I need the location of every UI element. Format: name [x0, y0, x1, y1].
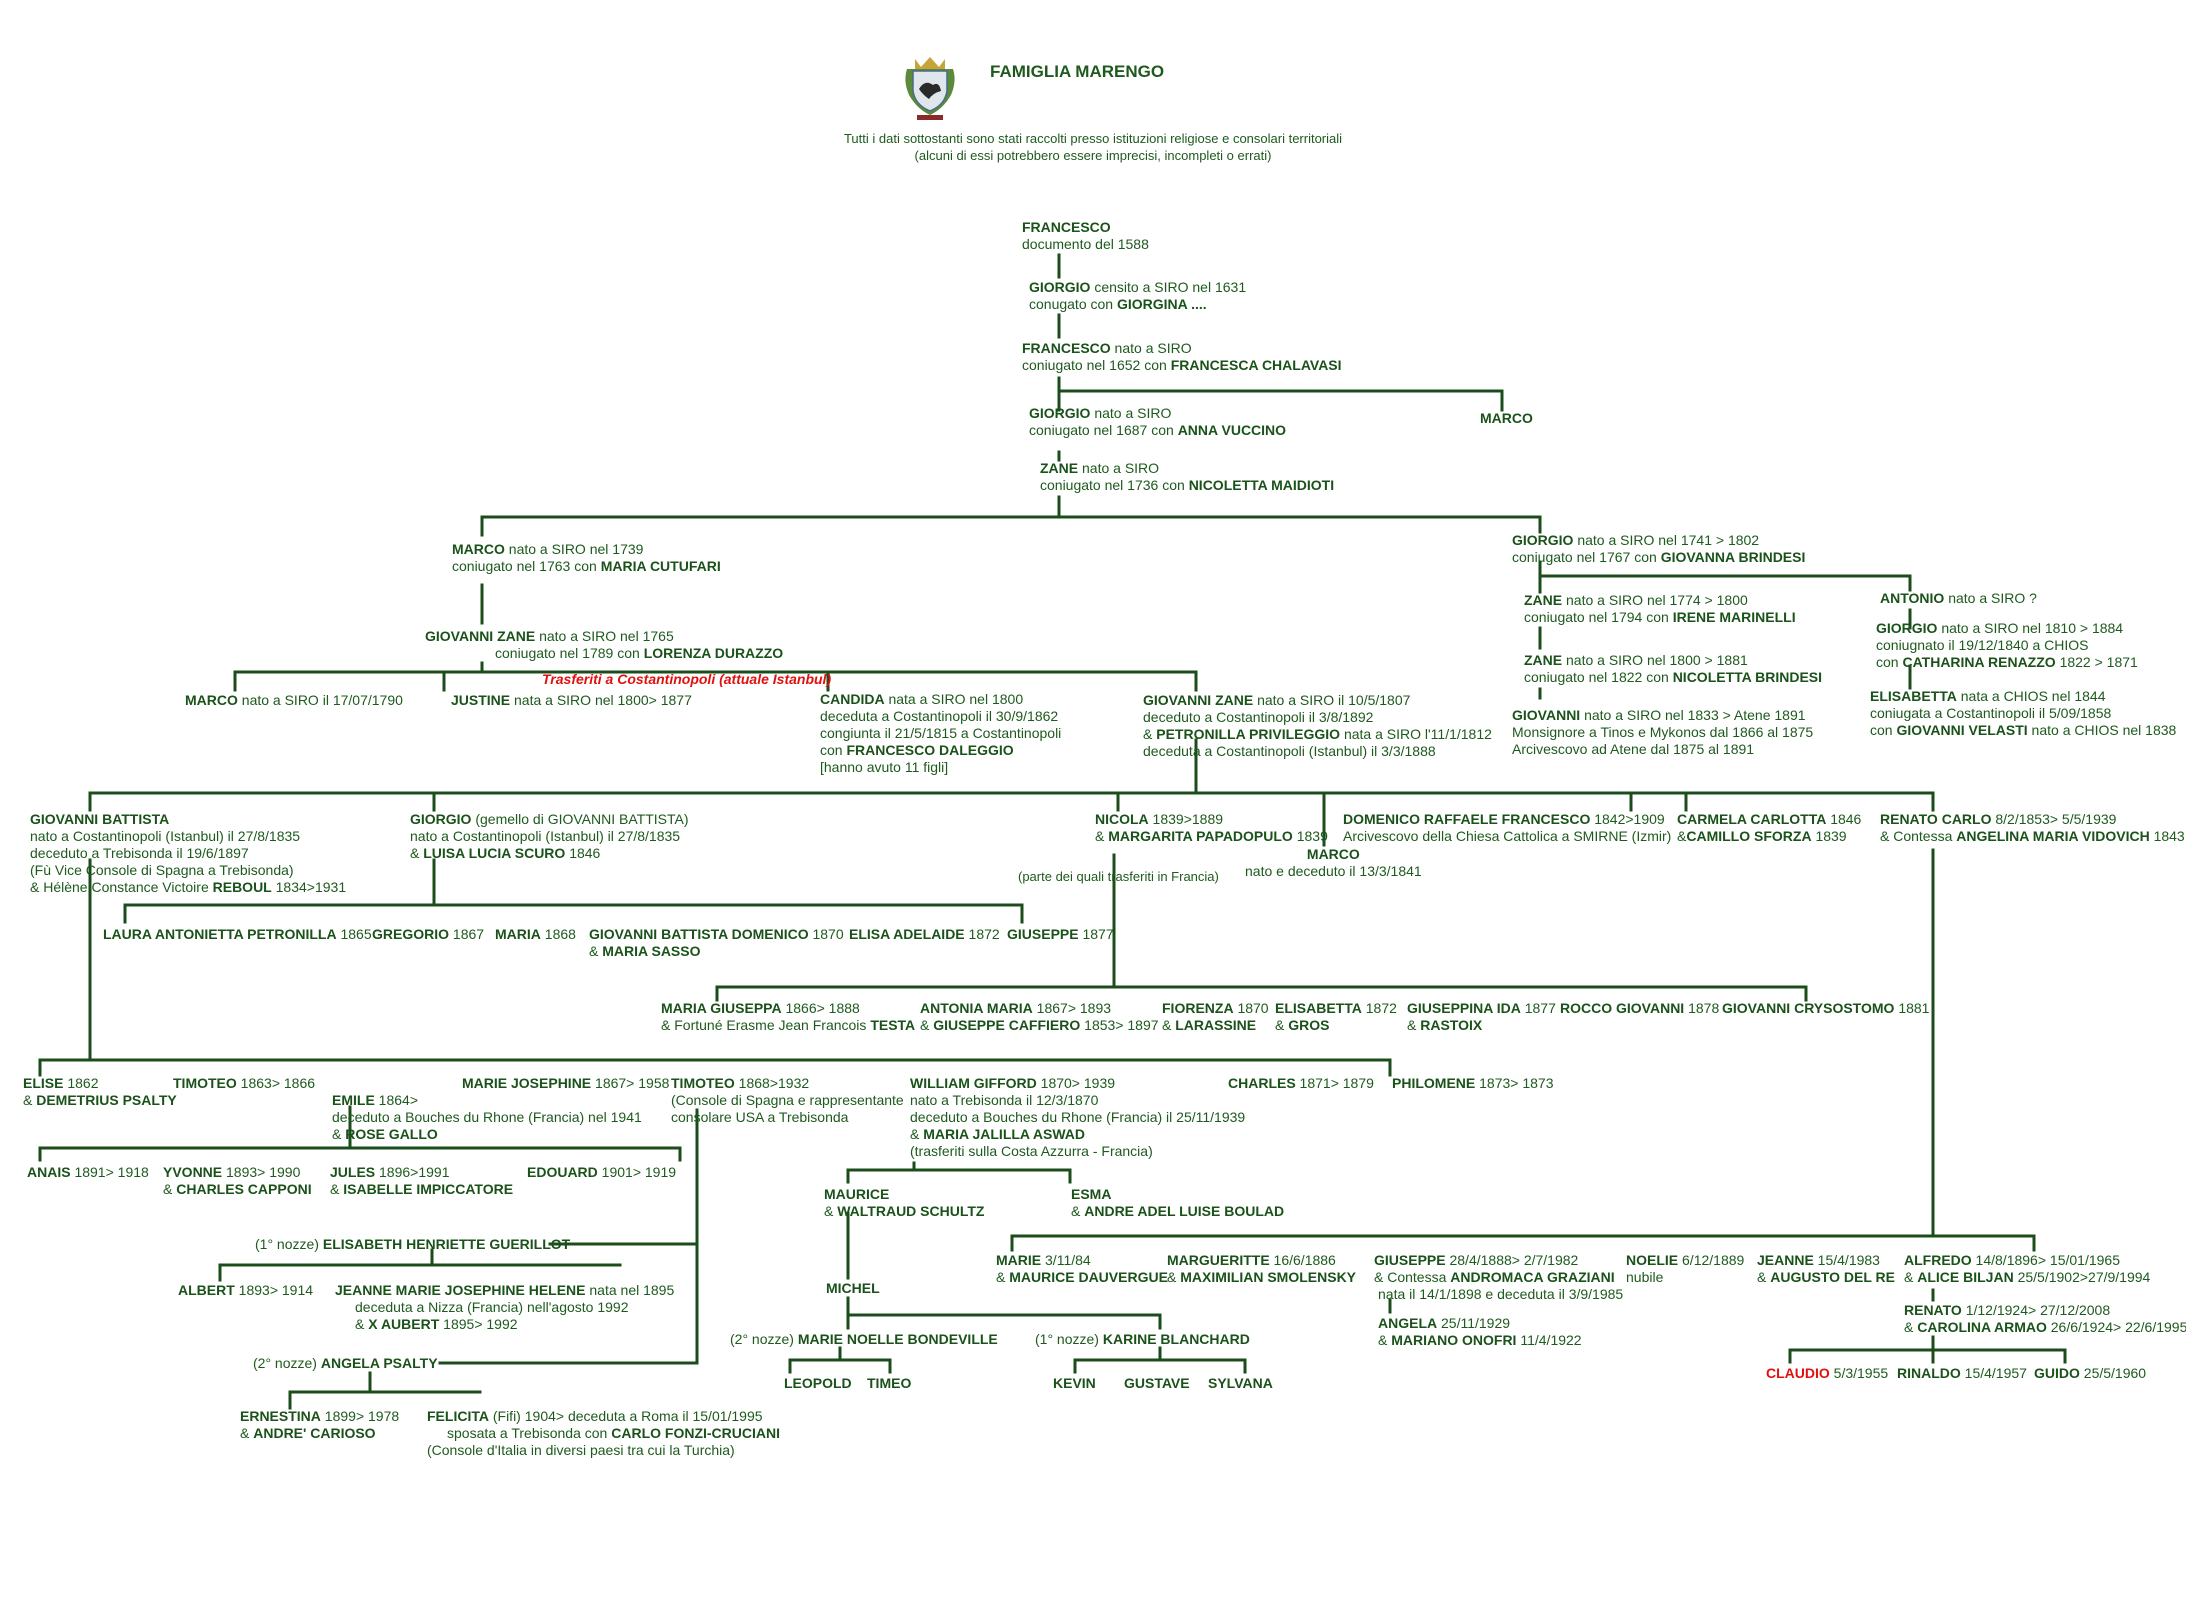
person-philomene-1873: PHILOMENE 1873> 1873 — [1392, 1075, 1554, 1091]
person-anais-1891: ANAIS 1891> 1918 — [27, 1164, 149, 1180]
person-emile-1864: EMILE 1864>deceduto a Bouches du Rhone (… — [332, 1092, 642, 1142]
nicola-children-note: (parte dei quali trasferiti in Francia) — [1018, 869, 1219, 884]
person-giovanni-battista-domenico-1870: GIOVANNI BATTISTA DOMENICO 1870& MARIA S… — [589, 926, 844, 959]
person-timoteo-1863: TIMOTEO 1863> 1866 — [173, 1075, 316, 1091]
person-rocco-giovanni-1878: ROCCO GIOVANNI 1878 — [1560, 1000, 1720, 1016]
person-claudio-1955: CLAUDIO 5/3/1955 — [1766, 1365, 1889, 1381]
person-giorgio-1835: GIORGIO (gemello di GIOVANNI BATTISTA)na… — [410, 811, 689, 861]
person-maria-1868: MARIA 1868 — [495, 926, 576, 942]
person-maurice: MAURICE& WALTRAUD SCHULTZ — [824, 1186, 985, 1219]
person-charles-1871: CHARLES 1871> 1879 — [1228, 1075, 1374, 1091]
sources-note: Tutti i dati sottostanti sono stati racc… — [843, 131, 1343, 146]
person-antonia-maria-1867: ANTONIA MARIA 1867> 1893& GIUSEPPE CAFFI… — [920, 1000, 1159, 1033]
person-maria-giuseppa-1866: MARIA GIUSEPPA 1866> 1888& Fortuné Erasm… — [661, 1000, 916, 1033]
person-marie-josephine-1867: MARIE JOSEPHINE 1867> 1958 — [462, 1075, 670, 1091]
person-laura-1865: LAURA ANTONIETTA PETRONILLA 1865 — [103, 926, 372, 942]
person-gustave: GUSTAVE — [1124, 1375, 1190, 1391]
person-rinaldo-1957: RINALDO 15/4/1957 — [1897, 1365, 2027, 1381]
person-elisa-adelaide-1872: ELISA ADELAIDE 1872 — [849, 926, 1000, 942]
person-giuseppe-1877: GIUSEPPE 1877 — [1007, 926, 1114, 942]
person-yvonne-1893: YVONNE 1893> 1990& CHARLES CAPPONI — [163, 1164, 312, 1197]
person-jeanne-1983: JEANNE 15/4/1983& AUGUSTO DEL RE — [1757, 1252, 1895, 1285]
person-ernestina-1899: ERNESTINA 1899> 1978& ANDRE' CARIOSO — [240, 1408, 400, 1441]
person-jeanne-marie-1895: JEANNE MARIE JOSEPHINE HELENE nata nel 1… — [335, 1282, 675, 1332]
person-fiorenza-1870: FIORENZA 1870& LARASSINE — [1162, 1000, 1269, 1033]
person-kevin: KEVIN — [1053, 1375, 1096, 1391]
person-renato-carlo-1853: RENATO CARLO 8/2/1853> 5/5/1939 & Contes… — [1880, 811, 2185, 844]
person-giovanni-1833: GIOVANNI nato a SIRO nel 1833 > Atene 18… — [1512, 707, 1814, 757]
moved-to-constantinople-label: Trasferiti a Costantinopoli (attuale Ist… — [542, 671, 832, 687]
person-edouard-1901: EDOUARD 1901> 1919 — [527, 1164, 677, 1180]
person-giovanni-crysostomo-1881: GIOVANNI CRYSOSTOMO 1881 — [1722, 1000, 1930, 1016]
person-elisabetta-1872: ELISABETTA 1872& GROS — [1275, 1000, 1397, 1033]
person-sylvana: SYLVANA — [1208, 1375, 1273, 1391]
person-timeo: TIMEO — [867, 1375, 912, 1391]
person-nicola-1839: NICOLA 1839>1889& MARGARITA PAPADOPULO 1… — [1095, 811, 1328, 844]
person-elise-1862: ELISE 1862& DEMETRIUS PSALTY — [23, 1075, 177, 1108]
person-michel: MICHEL — [826, 1280, 880, 1296]
person-angela-1929: ANGELA 25/11/1929& MARIANO ONOFRI 11/4/1… — [1378, 1315, 1582, 1348]
person-felicita-1904: FELICITA (Fifi) 1904> deceduta a Roma il… — [427, 1408, 780, 1458]
person-elisabeth-henriette-guerillot: (1° nozze) ELISABETH HENRIETTE GUERILLOT — [255, 1236, 571, 1252]
person-giuseppina-ida-1877: GIUSEPPINA IDA 1877& RASTOIX — [1407, 1000, 1556, 1033]
person-marco-1790: MARCO nato a SIRO il 17/07/1790 — [185, 692, 403, 708]
person-carmela-1846: CARMELA CARLOTTA 1846&CAMILLO SFORZA 183… — [1677, 811, 1862, 844]
person-justine-1800: JUSTINE nata a SIRO nel 1800> 1877 — [451, 692, 692, 708]
person-marco-brother: MARCO — [1480, 410, 1533, 426]
person-karine-blanchard: (1° nozze) KARINE BLANCHARD — [1035, 1331, 1250, 1347]
person-alfredo-1896: ALFREDO 14/8/1896> 15/01/1965& ALICE BIL… — [1904, 1252, 2151, 1285]
page-title: FAMIGLIA MARENGO — [990, 62, 1165, 81]
person-margueritte-1886: MARGUERITTE 16/6/1886& MAXIMILIAN SMOLEN… — [1167, 1252, 1357, 1285]
coat-of-arms-logo — [905, 57, 955, 120]
person-marie-1884: MARIE 3/11/84& MAURICE DAUVERGUE — [996, 1252, 1168, 1285]
person-giuseppe-1888: GIUSEPPE 28/4/1888> 2/7/1982& Contessa A… — [1374, 1252, 1624, 1302]
person-leopold: LEOPOLD — [784, 1375, 852, 1391]
person-jules-1896: JULES 1896>1991& ISABELLE IMPICCATORE — [330, 1164, 514, 1197]
person-timoteo-1868: TIMOTEO 1868>1932(Console di Spagna e ra… — [671, 1075, 904, 1125]
disclaimer-note: (alcuni di essi potrebbero essere imprec… — [914, 148, 1272, 163]
person-guido-1960: GUIDO 25/5/1960 — [2034, 1365, 2147, 1381]
person-angela-psalty: (2° nozze) ANGELA PSALTY — [253, 1355, 438, 1371]
person-esma: ESMA& ANDRE ADEL LUISE BOULAD — [1071, 1186, 1285, 1219]
person-marie-noelle-bondeville: (2° nozze) MARIE NOELLE BONDEVILLE — [730, 1331, 998, 1347]
person-antonio: ANTONIO nato a SIRO ? — [1880, 590, 2037, 606]
person-gregorio-1867: GREGORIO 1867 — [372, 926, 485, 942]
person-renato-1924: RENATO 1/12/1924> 27/12/2008& CAROLINA A… — [1904, 1302, 2186, 1335]
person-albert-1893: ALBERT 1893> 1914 — [178, 1282, 314, 1298]
